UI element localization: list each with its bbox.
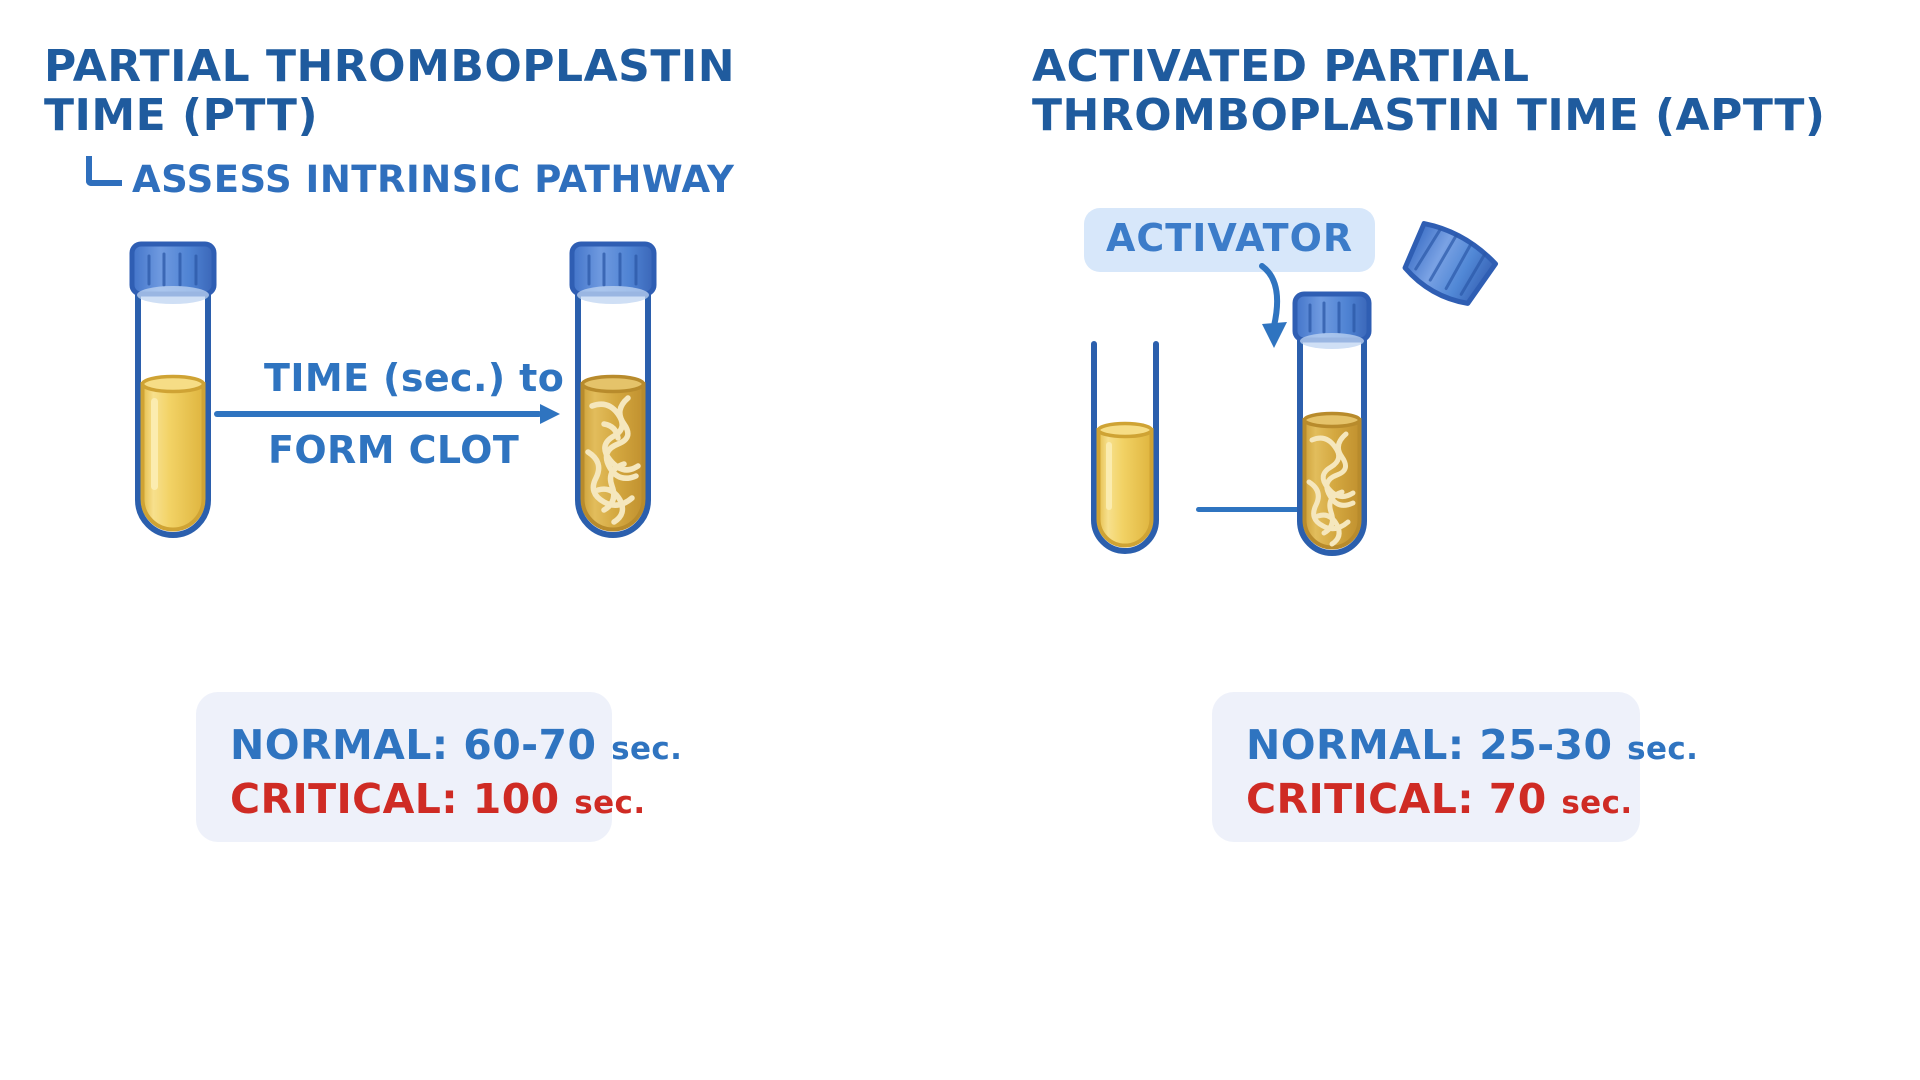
right-info-box: NORMAL: 25-30 sec. CRITICAL: 70 sec. xyxy=(1212,692,1698,842)
left-panel-title: PARTIAL THROMBOPLASTIN TIME (PTT) xyxy=(44,42,735,141)
left-panel-subtitle: ASSESS INTRINSIC PATHWAY xyxy=(86,156,734,201)
left-title-line-1: PARTIAL THROMBOPLASTIN xyxy=(44,41,736,92)
arrow-label-top-text: TIME (sec.) to xyxy=(264,356,565,400)
left-normal-label: NORMAL: xyxy=(230,721,449,769)
arrow-label-bottom-text: FORM CLOT xyxy=(268,428,520,472)
arrow-label-bottom: FORM CLOT xyxy=(268,428,519,472)
open-plasma-tube xyxy=(1080,338,1170,568)
plasma-tube-before xyxy=(118,238,228,548)
capped-clotted-tube xyxy=(1284,288,1384,568)
right-normal-value: 25-30 xyxy=(1479,721,1613,769)
right-title-line-2: THROMBOPLASTIN TIME (aPTT) xyxy=(1032,90,1826,142)
right-critical-line: CRITICAL: 70 sec. xyxy=(1246,772,1632,826)
activator-badge: ACTIVATOR xyxy=(1084,208,1376,272)
left-subtitle-text: ASSESS INTRINSIC PATHWAY xyxy=(132,158,735,201)
left-title-line-2: TIME (PTT) xyxy=(44,90,319,142)
activator-badge-text: ACTIVATOR xyxy=(1106,216,1354,260)
down-arrow-icon xyxy=(1200,262,1310,358)
left-critical-label: CRITICAL: xyxy=(230,775,459,824)
right-panel-title: ACTIVATED PARTIAL THROMBOPLASTIN TIME (a… xyxy=(1032,42,1826,141)
right-critical-value: 70 xyxy=(1488,775,1547,824)
right-critical-label: CRITICAL: xyxy=(1246,775,1475,824)
left-info-box: NORMAL: 60-70 sec. CRITICAL: 100 sec. xyxy=(196,692,682,842)
arrow-label-top: TIME (sec.) to xyxy=(264,356,564,400)
plasma-tube-clotted xyxy=(558,238,668,548)
right-normal-unit: sec. xyxy=(1627,731,1699,767)
right-title-line-1: ACTIVATED PARTIAL xyxy=(1032,41,1530,92)
right-normal-line: NORMAL: 25-30 sec. xyxy=(1246,718,1698,772)
corner-bracket-icon xyxy=(86,156,122,186)
left-critical-unit: sec. xyxy=(574,785,646,822)
left-critical-value: 100 xyxy=(472,775,560,824)
right-critical-unit: sec. xyxy=(1561,785,1633,822)
left-normal-value: 60-70 xyxy=(463,721,597,769)
left-normal-line: NORMAL: 60-70 sec. xyxy=(230,718,682,772)
right-normal-label: NORMAL: xyxy=(1246,721,1465,769)
left-critical-line: CRITICAL: 100 sec. xyxy=(230,772,645,826)
right-arrow-icon xyxy=(214,404,562,424)
left-normal-unit: sec. xyxy=(611,731,683,767)
detached-tube-cap xyxy=(1383,208,1512,327)
